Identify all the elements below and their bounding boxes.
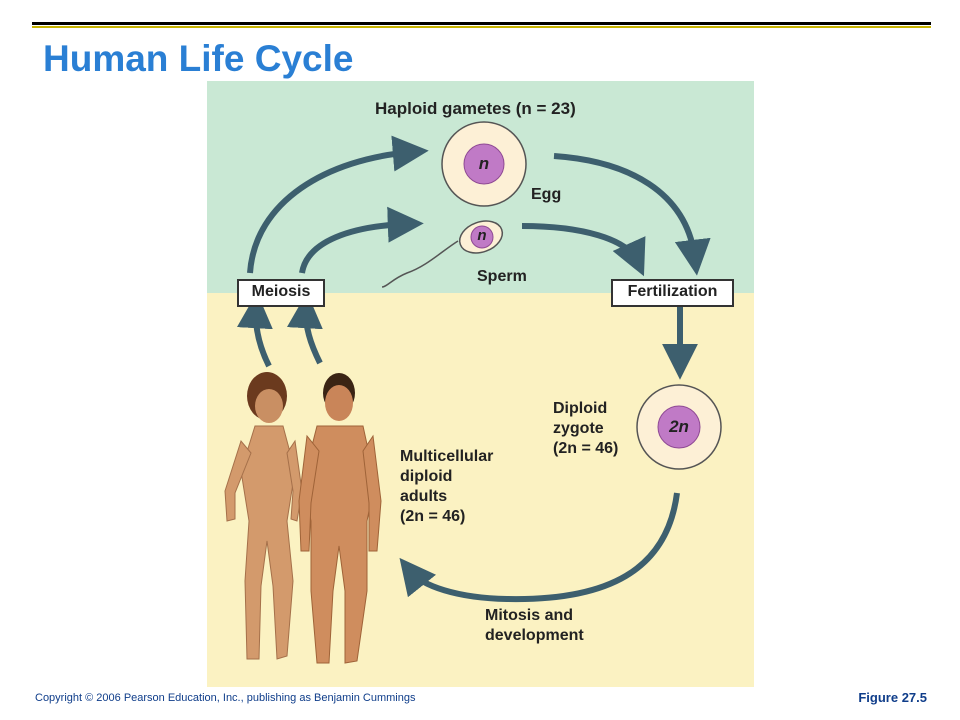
sperm-label: Sperm (477, 268, 527, 285)
egg-to-fertilization-arrow (553, 153, 711, 276)
figure-number: Figure 27.5 (858, 690, 927, 705)
egg-cell-label: n (478, 154, 490, 173)
adults-label: Multicellular diploid adults (2n = 46) (400, 448, 494, 525)
haploid-gametes-heading: Haploid gametes (n = 23) (375, 99, 576, 118)
adults-illustration (224, 372, 382, 664)
meiosis-to-egg-arrow (247, 135, 429, 274)
zygote-to-adults-arrow (399, 492, 680, 603)
cycle-diagram (224, 121, 722, 664)
slide-title: Human Life Cycle (43, 38, 354, 79)
mitosis-label: Mitosis and development (485, 607, 584, 644)
sperm-tail (381, 240, 459, 288)
meiosis-to-sperm-arrow (299, 206, 424, 274)
copyright-notice: Copyright © 2006 Pearson Education, Inc.… (35, 692, 416, 704)
zygote-nucleus (657, 405, 701, 449)
header-rule (32, 22, 931, 25)
egg-nucleus (463, 143, 505, 185)
sperm-to-fertilization-arrow (521, 223, 646, 277)
header-rule-accent (32, 26, 931, 28)
zygote-label: Diploid zygote (2n = 46) (553, 400, 619, 457)
zygote-cell-label: 2n (669, 417, 689, 436)
life-cycle-figure: Haploid gametes (n = 23) n Egg n Sperm M… (207, 81, 754, 687)
fertilization-box: Fertilization (611, 279, 734, 307)
sperm-nucleus (470, 225, 494, 249)
sperm-cell-label: n (477, 227, 487, 244)
meiosis-box: Meiosis (237, 279, 325, 307)
egg-label: Egg (531, 186, 562, 203)
adults-to-meiosis-left-arrow (236, 292, 273, 368)
adults-to-meiosis-right-arrow (286, 292, 323, 365)
